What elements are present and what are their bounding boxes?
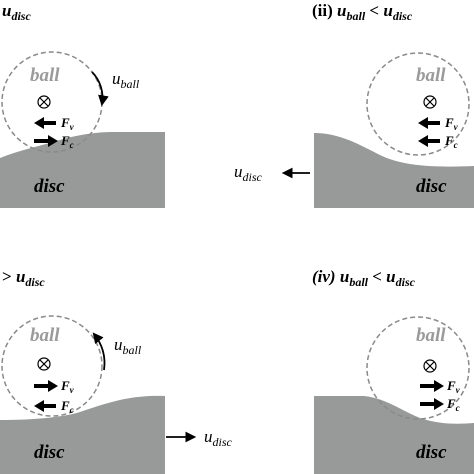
disc-label: disc xyxy=(416,176,447,197)
force-c-label: Fc xyxy=(446,396,460,413)
disc-surface xyxy=(314,133,474,208)
force-v-label: Fv xyxy=(446,378,461,395)
panel-2: (ii) uball < udisc ball Fv Fc udisc disc xyxy=(234,1,474,208)
into-page-icon xyxy=(37,357,51,371)
ball-label: ball xyxy=(30,325,60,346)
force-v-arrow xyxy=(34,380,58,392)
u-ball-label: uball xyxy=(114,335,142,357)
force-c-label: Fc xyxy=(60,133,74,150)
force-v-label: Fv xyxy=(444,115,459,132)
force-c-label: Fc xyxy=(444,133,458,150)
panel-3: > udisc ball Fv Fc uball udisc disc xyxy=(0,267,233,474)
force-v-label: Fv xyxy=(60,115,75,132)
force-v-label: Fv xyxy=(60,378,75,395)
panel-3-title: > udisc xyxy=(2,267,45,289)
ball-label: ball xyxy=(416,65,446,86)
force-c-arrow xyxy=(34,135,58,147)
force-c-arrow xyxy=(34,400,56,412)
force-v-arrow xyxy=(420,380,444,392)
force-v-arrow xyxy=(34,117,56,129)
ball-label: ball xyxy=(30,65,60,86)
into-page-icon xyxy=(423,359,437,373)
ball-label: ball xyxy=(416,325,446,346)
u-ball-arrow xyxy=(92,332,106,371)
u-ball-arrow xyxy=(91,71,109,107)
disc-label: disc xyxy=(34,442,65,463)
panel-2-title: (ii) uball < udisc xyxy=(312,1,413,23)
panel-1-title: udisc xyxy=(2,1,31,23)
force-c-label: Fc xyxy=(60,398,74,415)
disc-surface xyxy=(0,395,165,474)
ball-outline xyxy=(366,52,470,156)
disc-label: disc xyxy=(34,176,65,197)
disc-label: disc xyxy=(416,442,447,463)
force-v-arrow xyxy=(418,117,440,129)
ball-outline xyxy=(366,316,470,420)
force-c-arrow xyxy=(418,135,440,147)
u-disc-label: udisc xyxy=(234,162,263,184)
disc-surface xyxy=(314,396,474,474)
u-disc-label: udisc xyxy=(204,427,233,449)
force-c-arrow xyxy=(420,398,444,410)
into-page-icon xyxy=(423,95,437,109)
panel-1: udisc ball Fv Fc uball disc xyxy=(0,1,165,208)
panel-4-title: (iv) uball < udisc xyxy=(312,267,416,289)
into-page-icon xyxy=(37,95,51,109)
ball-outline xyxy=(1,315,103,417)
panel-4: (iv) uball < udisc ball Fv Fc disc xyxy=(312,267,474,474)
u-ball-label: uball xyxy=(112,69,140,91)
